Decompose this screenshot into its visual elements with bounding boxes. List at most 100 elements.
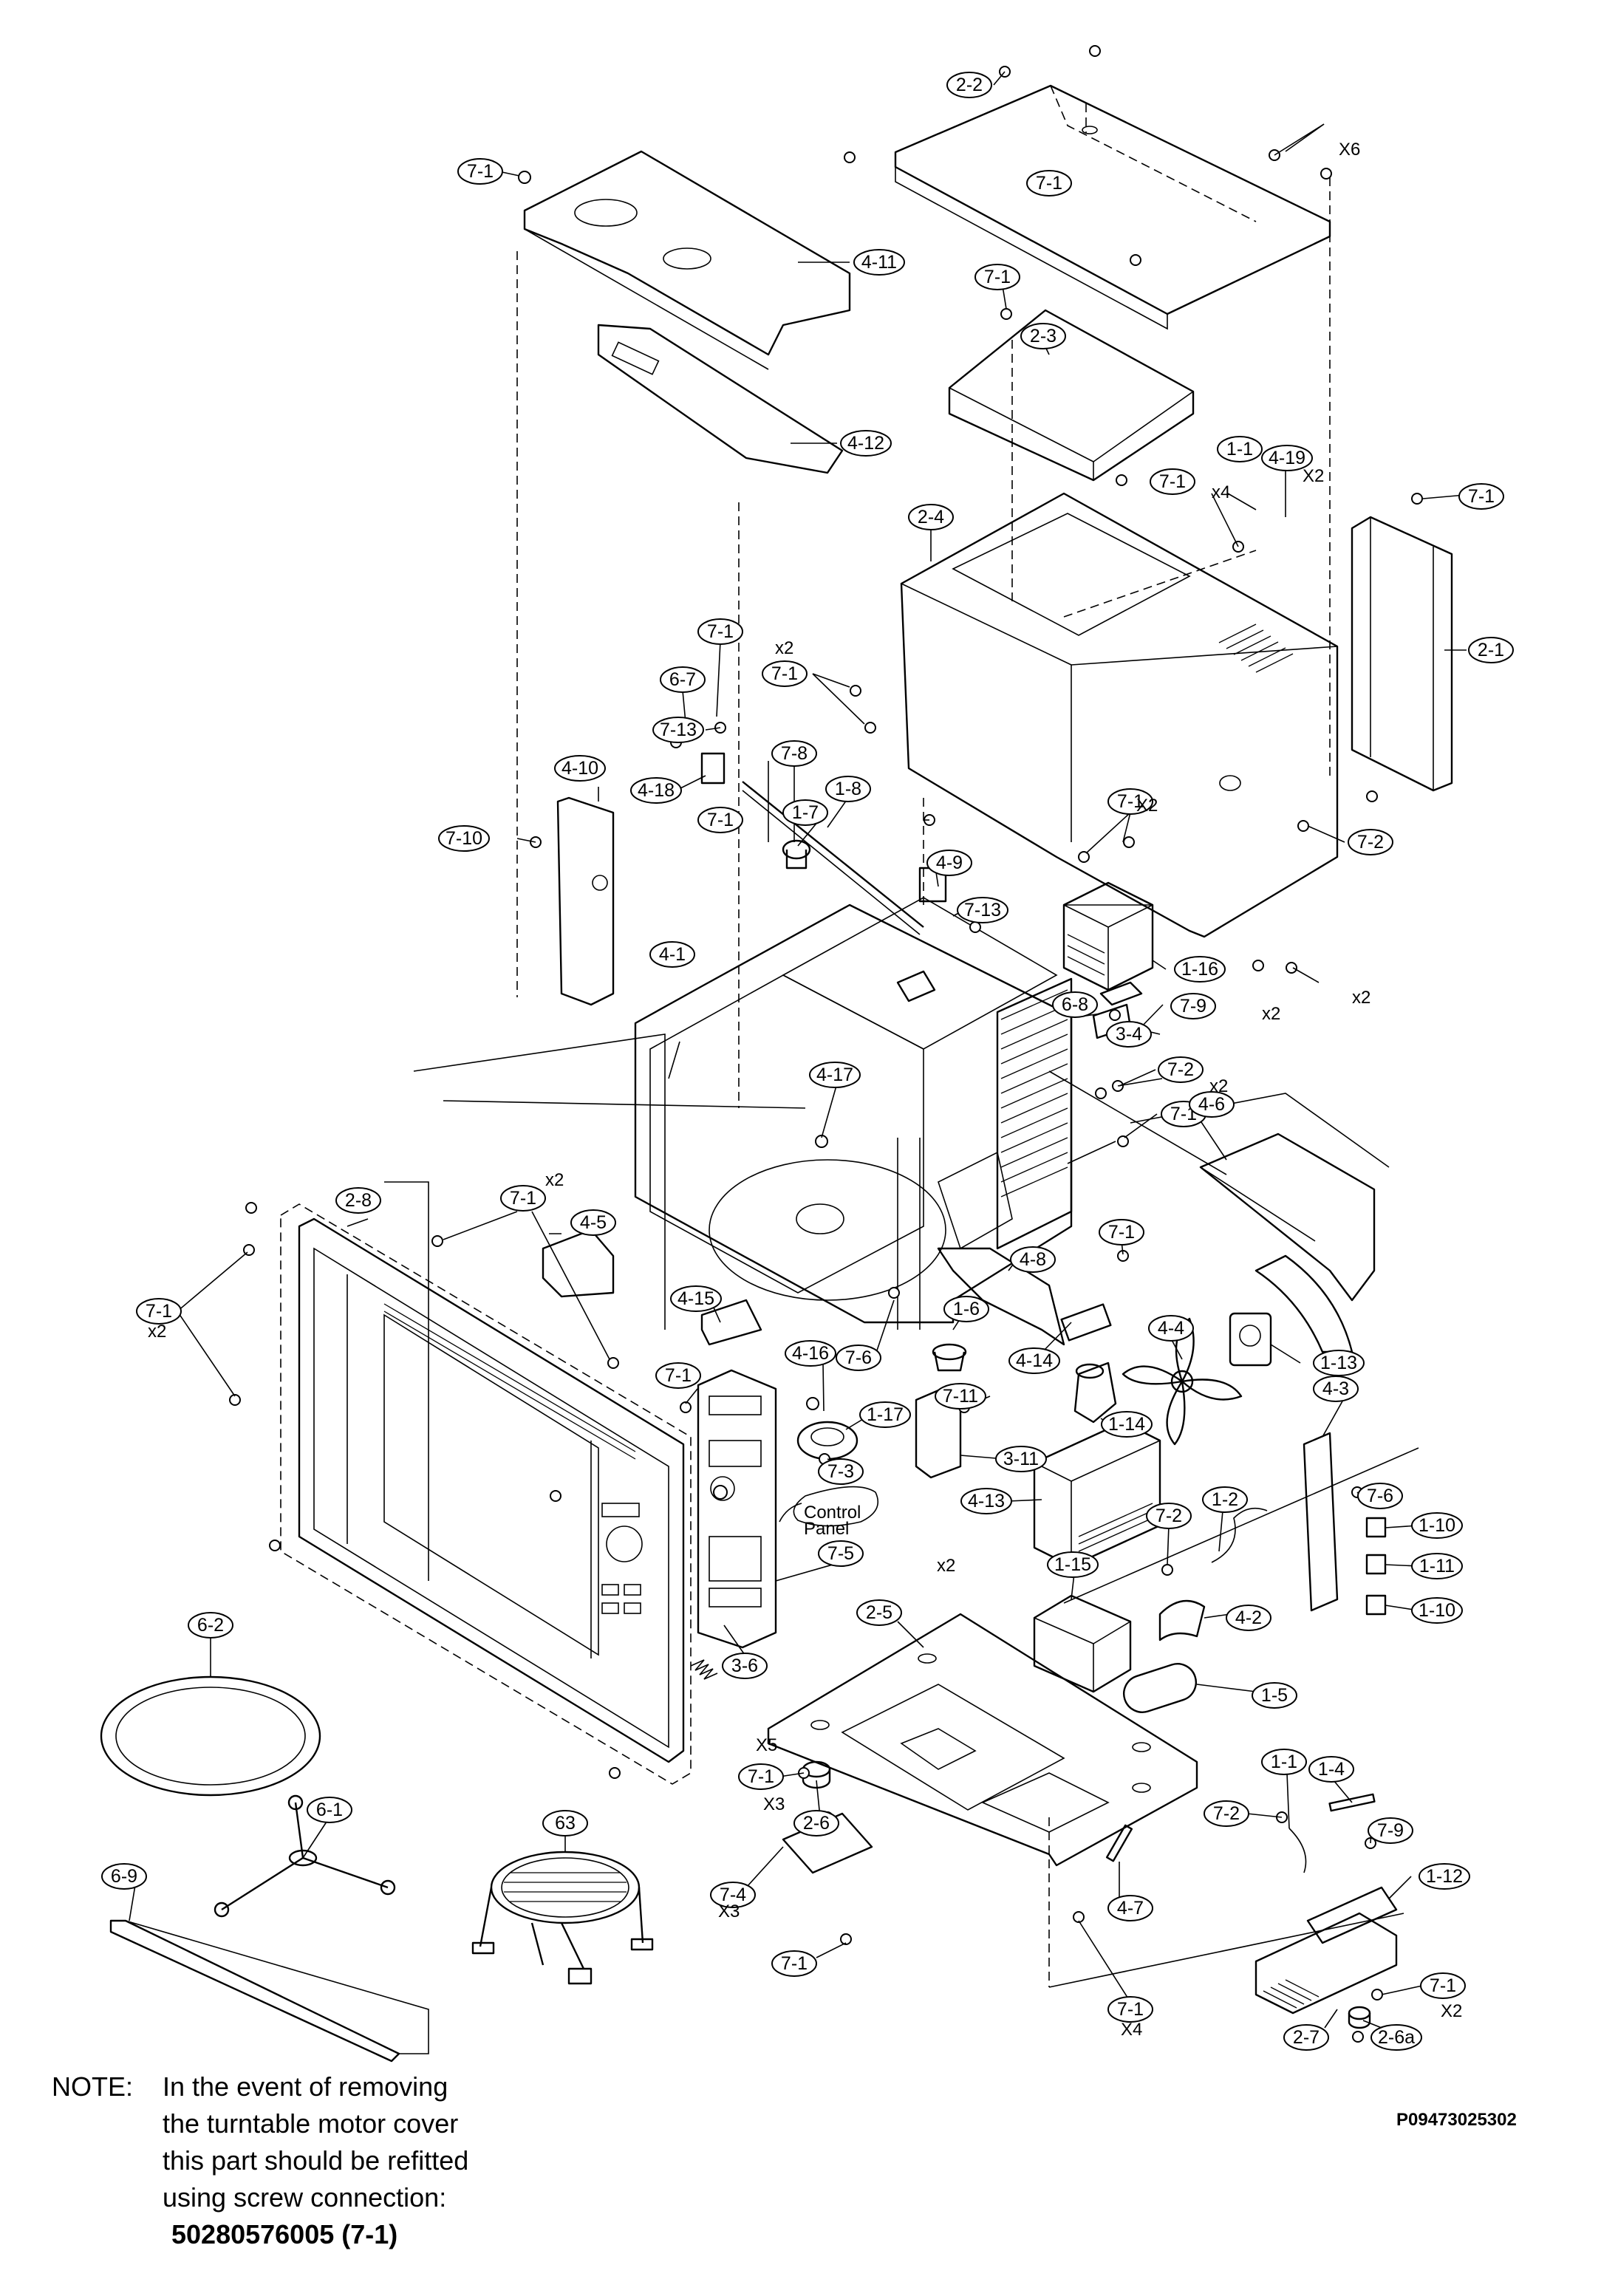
screw-icon — [607, 1357, 619, 1369]
callout-6-2: 6-2 — [188, 1612, 233, 1639]
callout-4-19: 4-19 — [1261, 445, 1313, 471]
note-lead: NOTE: — [52, 2071, 134, 2102]
door-spring — [690, 1659, 718, 1680]
callout-4-13: 4-13 — [960, 1488, 1012, 1514]
callout-4-17: 4-17 — [809, 1062, 861, 1088]
callout-label: 1-12 — [1426, 1866, 1463, 1887]
callout-label: 4-1 — [659, 944, 686, 965]
alignment-lines — [384, 177, 1419, 1988]
callout-1-2: 1-2 — [1202, 1486, 1248, 1513]
drawing-code: P09473025302 — [1396, 2110, 1517, 2130]
screw-icon — [229, 1394, 241, 1406]
callout-4-7: 4-7 — [1107, 1895, 1153, 1921]
callout-oval — [1252, 1682, 1297, 1709]
callout-label: 7-1 — [748, 1766, 774, 1787]
callout-4-8: 4-8 — [1010, 1246, 1056, 1273]
callout-label: 2-5 — [866, 1602, 892, 1623]
callout-7-1: 7-1 — [1107, 1996, 1153, 2023]
note-line-3: this part should be refitted — [163, 2145, 469, 2176]
callout-label: 4-3 — [1322, 1378, 1349, 1399]
callout-label: 63 — [555, 1813, 576, 1834]
callout-1-4: 1-4 — [1308, 1756, 1354, 1783]
qty-label: x2 — [545, 1170, 564, 1190]
callout-oval — [946, 72, 992, 98]
callout-63: 63 — [542, 1810, 588, 1837]
callout-label: 7-1 — [665, 1365, 692, 1386]
callout-oval — [1052, 991, 1098, 1018]
callout-oval — [825, 776, 871, 802]
callout-label: 7-2 — [1155, 1506, 1182, 1526]
screw-icon — [1123, 836, 1135, 848]
callout-label: 4-15 — [677, 1288, 714, 1309]
callout-label: 3-6 — [731, 1656, 758, 1676]
callout-label: 4-8 — [1020, 1249, 1046, 1270]
callout-oval — [943, 1296, 989, 1322]
callout-oval — [652, 717, 704, 743]
callout-label: 7-13 — [660, 720, 697, 740]
callout-label: 7-1 — [1117, 791, 1144, 812]
callout-3-6: 3-6 — [722, 1653, 768, 1679]
callout-oval — [335, 1187, 381, 1214]
callout-label: 1-14 — [1108, 1414, 1145, 1435]
callout-oval — [995, 1446, 1047, 1472]
callout-label: 1-16 — [1181, 959, 1218, 980]
callout-oval — [1146, 1503, 1192, 1529]
callout-oval — [1357, 1483, 1403, 1509]
callout-oval — [655, 1362, 701, 1389]
fan-duct — [1199, 1132, 1376, 1353]
callout-oval — [1101, 1411, 1153, 1438]
roller-ring — [100, 1675, 321, 1797]
callout-oval — [630, 777, 682, 804]
callout-label: 1-6 — [953, 1299, 980, 1319]
screw-icon — [1161, 1564, 1173, 1576]
callout-4-11: 4-11 — [853, 249, 905, 276]
callout-label: 7-6 — [845, 1347, 872, 1368]
callout-oval — [853, 249, 905, 276]
magnetron — [1062, 881, 1154, 1006]
callout-oval — [1420, 1972, 1466, 1999]
screw-icon — [431, 1235, 443, 1247]
support-strip — [597, 324, 844, 474]
fan-assembly — [1073, 1312, 1272, 1446]
callout-label: 7-1 — [771, 663, 798, 684]
callout-label: 7-2 — [1167, 1059, 1194, 1080]
callout-4-4: 4-4 — [1148, 1315, 1194, 1342]
callout-label: 4-12 — [847, 433, 884, 454]
callout-label: 1-8 — [835, 779, 861, 799]
callout-1-12: 1-12 — [1419, 1863, 1470, 1890]
callout-7-1: 7-1 — [771, 1950, 817, 1977]
callout-oval — [722, 1653, 768, 1679]
screw-icon — [550, 1490, 561, 1502]
qty-label: X4 — [1121, 2020, 1142, 2040]
callout-7-1: 7-1 — [457, 158, 503, 185]
callout-label: 7-5 — [827, 1543, 854, 1564]
screw-icon — [1117, 1135, 1129, 1147]
control-panel-label-line2: Panel — [804, 1519, 849, 1539]
screw-icon — [518, 171, 531, 184]
callout-oval — [1107, 1895, 1153, 1921]
callout-oval — [818, 1458, 864, 1485]
screw-icon — [850, 685, 861, 697]
control-panel-label-line1: Control — [804, 1503, 861, 1523]
callout-oval — [670, 1285, 722, 1312]
back-panel — [1351, 516, 1453, 792]
feet-and-covers — [782, 1760, 1371, 2029]
main-chassis — [634, 897, 1073, 1330]
callout-label: 1-1 — [1271, 1752, 1297, 1772]
screw-icon — [888, 1287, 900, 1299]
callout-oval — [1419, 1863, 1470, 1890]
callout-1-15: 1-15 — [1047, 1551, 1099, 1578]
callout-oval — [1107, 1996, 1153, 2023]
callout-4-6: 4-6 — [1189, 1091, 1235, 1118]
callout-7-1: 7-1 — [697, 618, 743, 645]
callout-label: 2-6 — [803, 1813, 830, 1834]
callout-label: 2-7 — [1293, 2027, 1320, 2048]
callout-label: 2-4 — [918, 507, 944, 527]
callout-label: 2-6a — [1378, 2027, 1415, 2048]
callout-6-8: 6-8 — [1052, 991, 1098, 1018]
callout-label: 4-18 — [638, 780, 675, 801]
callout-1-11: 1-11 — [1411, 1553, 1463, 1579]
qty-label: X2 — [1441, 2001, 1462, 2021]
screw-icon — [840, 1933, 852, 1945]
